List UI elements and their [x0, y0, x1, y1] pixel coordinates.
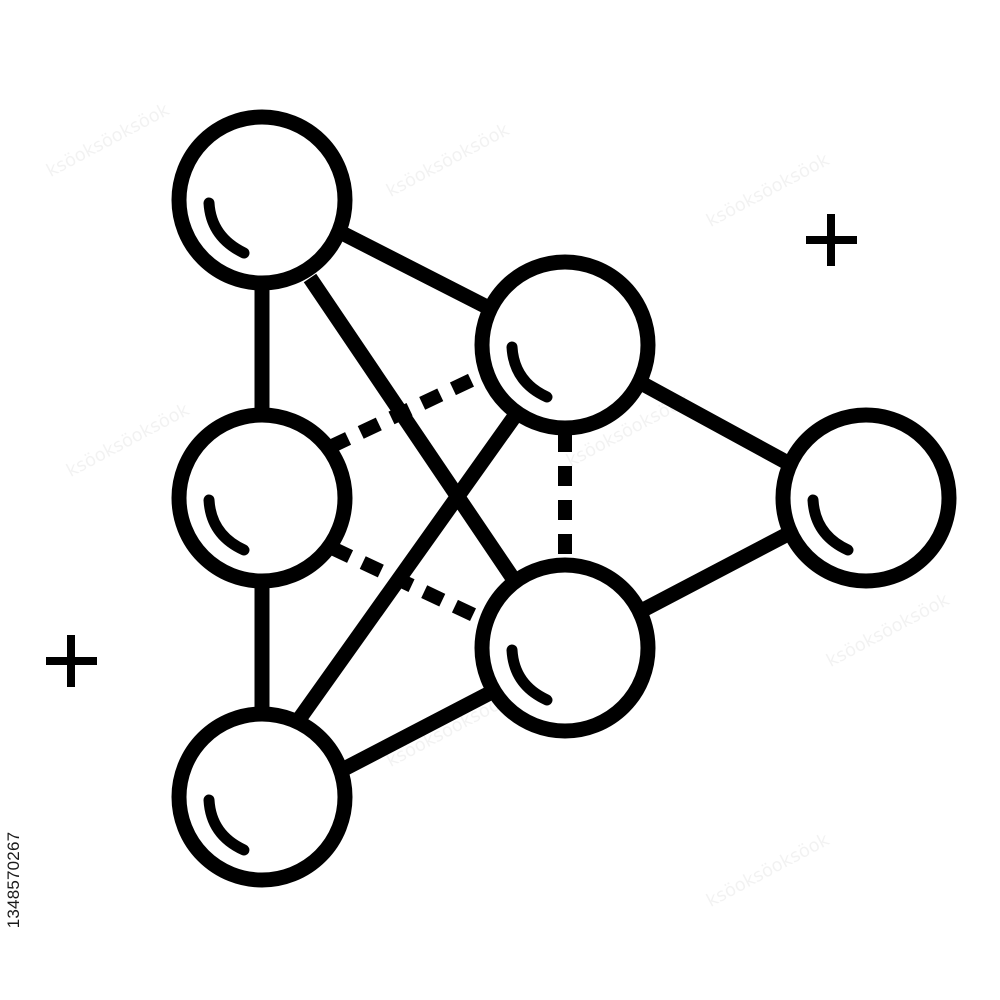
stock-image-id-text: 1348570267 — [4, 831, 23, 929]
connection-input-middle-to-hidden-bottom — [329, 541, 483, 625]
node-highlight — [506, 341, 553, 403]
input-node-middle — [171, 407, 353, 589]
input-node-top — [171, 109, 353, 291]
node-highlight — [203, 494, 250, 556]
connection-input-top-to-hidden-bottom — [303, 273, 519, 582]
connection-hidden-bottom-to-output — [639, 528, 790, 617]
node-highlight — [807, 494, 854, 556]
connection-input-bottom-to-hidden-bottom — [338, 687, 492, 777]
connection-input-middle-to-hidden-top — [327, 369, 483, 454]
network-nodes — [171, 109, 957, 888]
connection-input-top-to-hidden-top — [336, 225, 491, 314]
connection-hidden-top-to-output — [639, 377, 790, 469]
node-highlight — [506, 644, 553, 706]
dashed-connection-lines — [327, 369, 572, 625]
input-node-bottom — [171, 706, 353, 888]
hidden-node-bottom — [474, 557, 656, 739]
plus-icon-right — [806, 214, 857, 266]
connection-lines — [254, 225, 790, 777]
stock-image-id: 1348570267 — [2, 760, 26, 1000]
connection-input-bottom-to-hidden-top — [293, 408, 524, 723]
node-highlight — [203, 794, 250, 856]
output-node — [775, 407, 957, 589]
hidden-node-top — [474, 254, 656, 436]
node-highlight — [203, 197, 250, 259]
plus-icon-left — [46, 635, 97, 687]
